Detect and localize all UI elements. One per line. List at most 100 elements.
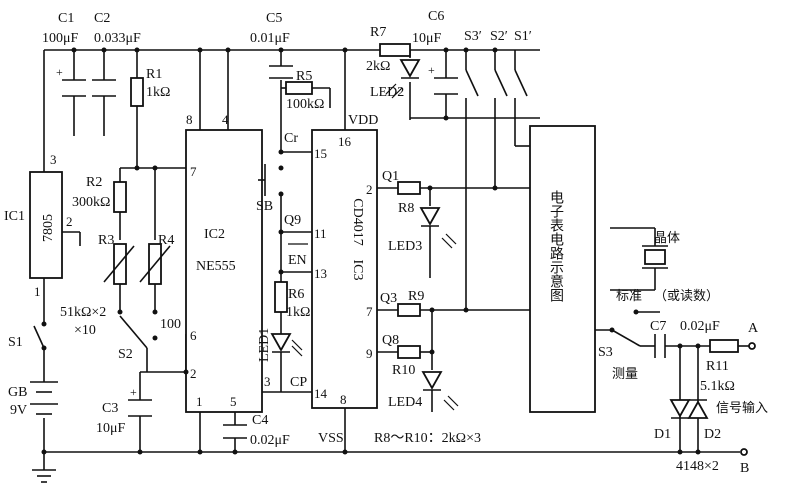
capacitor-c4: C4 0.02μF — [223, 413, 290, 448]
s1p-ref: S1′ — [514, 29, 532, 44]
c4-ref: C4 — [252, 413, 268, 428]
ic3-ref: IC3 — [350, 260, 365, 281]
resistor-r2: R2 300kΩ — [72, 175, 127, 213]
ic3-pin9: 9 — [366, 346, 373, 361]
r1-ref: R1 — [146, 67, 162, 82]
ic1-regulator: 7805 3 2 1 IC1 — [4, 152, 73, 299]
c6-value: 10μF — [412, 31, 442, 46]
terminal-a-label: A — [748, 321, 759, 336]
r6-ref: R6 — [288, 287, 304, 302]
s2-position: 100 — [160, 317, 181, 332]
resistor-r5: R5 100kΩ — [285, 69, 324, 112]
capacitor-c7: C7 0.02μF — [650, 319, 720, 358]
r8-r10-note: R8～R10：2kΩ×3 — [374, 431, 481, 446]
ic3-pin15: 15 — [314, 146, 327, 161]
switch-sb: SB — [256, 164, 284, 214]
resistor-r9: R9 — [397, 289, 424, 317]
c7-ref: C7 — [650, 319, 666, 334]
capacitor-c3: + C3 10μF — [96, 385, 152, 436]
led1-ref: LED1 — [257, 328, 272, 362]
diode-part: 4148×2 — [676, 459, 719, 474]
diode-d1: D1 — [654, 399, 691, 442]
resistor-r11: R11 5.1kΩ — [700, 339, 739, 394]
clock-circuit-block: 电子表电路示意图 — [529, 125, 596, 413]
ic3-cr: Cr — [284, 131, 298, 146]
resistor-r8: R8 — [397, 181, 421, 216]
ic2-ref: IC2 — [204, 227, 225, 242]
ic3-pin13: 13 — [314, 266, 327, 281]
ic2-pin1: 1 — [196, 394, 203, 409]
led3-ref: LED3 — [388, 239, 422, 254]
ic2-pin5: 5 — [230, 394, 237, 409]
led-led3: LED3 — [388, 207, 457, 254]
ic2-pin3: 3 — [264, 374, 271, 389]
ic2-pin4: 4 — [222, 112, 229, 127]
r7-ref: R7 — [370, 25, 386, 40]
c7-value: 0.02μF — [680, 319, 720, 334]
sb-ref: SB — [256, 199, 273, 214]
c5-ref: C5 — [266, 11, 282, 26]
measure-label: 测量 — [612, 367, 638, 382]
ic3-pin2: 2 — [366, 182, 373, 197]
c1-ref: C1 — [58, 11, 74, 26]
capacitor-c1: + C1 100μF — [42, 11, 86, 97]
ic3-q1: Q1 — [382, 169, 399, 184]
resistor-r3: R3 — [98, 233, 135, 285]
r5-ref: R5 — [296, 69, 312, 84]
ic2-timer: IC2 NE555 8 4 7 6 2 1 5 3 — [185, 112, 271, 413]
s2-ref: S2 — [118, 347, 133, 362]
terminal-b-label: B — [740, 461, 749, 476]
ic2-pin2: 2 — [190, 366, 197, 381]
capacitor-c5: C5 0.01μF — [250, 11, 293, 79]
junction-dots — [41, 47, 701, 455]
terminal-b: B — [740, 448, 749, 476]
c2-ref: C2 — [94, 11, 110, 26]
s3-ref: S3 — [598, 345, 613, 360]
ic3-part: CD4017 — [350, 198, 365, 245]
standard-label: 标准 — [616, 289, 642, 304]
c3-value: 10μF — [96, 421, 126, 436]
d1-ref: D1 — [654, 427, 671, 442]
r10-ref: R10 — [392, 363, 415, 378]
d2-ref: D2 — [704, 427, 721, 442]
c2-value: 0.033μF — [94, 31, 141, 46]
terminal-a: A — [748, 321, 759, 350]
ic3-q8: Q8 — [382, 333, 399, 348]
switch-s2: S2 100 — [117, 309, 181, 362]
ic3-vdd: VDD — [348, 113, 378, 128]
r5-value: 100kΩ — [286, 97, 324, 112]
resistor-r6: R6 1kΩ — [274, 281, 310, 320]
ic1-pin1: 1 — [34, 284, 41, 299]
r6-value: 1kΩ — [286, 305, 310, 320]
r1-value: 1kΩ — [146, 85, 170, 100]
ic1-part: 7805 — [41, 214, 56, 242]
ic1-pin3: 3 — [50, 152, 57, 167]
r11-ref: R11 — [706, 359, 729, 374]
led-led4: LED4 — [388, 371, 459, 411]
ic3-counter: CD4017 IC3 16 15 11 13 14 8 2 7 9 Cr Q9 … — [284, 113, 399, 446]
ic3-cp: CP — [290, 375, 307, 390]
r2-ref: R2 — [86, 175, 102, 190]
clock-block-label: 电子表电路示意图 — [548, 190, 564, 302]
resistor-r1: R1 1kΩ — [130, 67, 170, 107]
ic1-ref: IC1 — [4, 209, 25, 224]
c4-value: 0.02μF — [250, 433, 290, 448]
led-led2: LED2 — [370, 59, 421, 100]
ic2-part: NE555 — [196, 259, 236, 274]
r3-r4-value: 51kΩ×2 — [60, 305, 106, 320]
switches-ganged: S3′ S2′ S1′ — [464, 29, 532, 97]
led2-ref: LED2 — [370, 85, 404, 100]
r2-value: 300kΩ — [72, 195, 110, 210]
resistor-r4: R4 — [139, 233, 174, 285]
r7-value: 2kΩ — [366, 59, 390, 74]
ic3-en: EN — [288, 253, 307, 268]
c6-ref: C6 — [428, 9, 444, 24]
battery-gb: GB 9V — [8, 381, 58, 418]
capacitor-c2: C2 0.033μF — [92, 11, 141, 97]
ic3-pin14: 14 — [314, 386, 328, 401]
ic3-q9: Q9 — [284, 213, 301, 228]
led-led1: LED1 — [257, 328, 303, 362]
diode-d2: D2 — [687, 399, 721, 442]
crystal-label: 晶体 — [654, 231, 680, 246]
